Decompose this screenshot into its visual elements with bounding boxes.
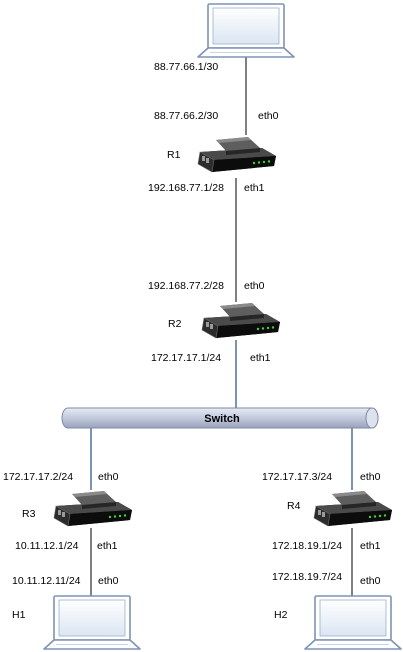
switch-label: Switch — [204, 413, 240, 425]
r3-eth0-if: eth0 — [98, 471, 119, 483]
r1-eth0-if: eth0 — [258, 110, 279, 122]
r2-name: R2 — [168, 318, 182, 330]
r2-eth0-ip: 192.168.77.2/28 — [148, 280, 224, 292]
r2-eth1-if: eth1 — [250, 352, 271, 364]
router-r4[interactable] — [313, 490, 393, 527]
router-r3[interactable] — [53, 490, 133, 527]
h2-name: H2 — [274, 609, 288, 621]
r1-name: R1 — [167, 149, 181, 161]
r1-eth1-if: eth1 — [244, 182, 265, 194]
h2-ip: 172.18.19.7/24 — [272, 571, 342, 583]
r3-eth0-ip: 172.17.17.2/24 — [3, 471, 73, 483]
r1-eth1-ip: 192.168.77.1/28 — [148, 182, 224, 194]
host-h2-laptop[interactable] — [304, 595, 402, 650]
router-r2[interactable] — [201, 302, 281, 339]
r4-eth0-ip: 172.17.17.3/24 — [262, 471, 332, 483]
r3-name: R3 — [22, 508, 36, 520]
switch[interactable]: Switch — [61, 407, 379, 429]
host-h1-laptop[interactable] — [43, 595, 141, 650]
r2-eth0-if: eth0 — [244, 280, 265, 292]
h2-if: eth0 — [360, 575, 381, 587]
top-host-ip: 88.77.66.1/30 — [154, 61, 218, 73]
r4-eth1-ip: 172.18.19.1/24 — [272, 540, 342, 552]
h1-name: H1 — [12, 609, 26, 621]
top-host-laptop[interactable] — [197, 3, 295, 58]
r4-name: R4 — [287, 500, 301, 512]
r2-eth1-ip: 172.17.17.1/24 — [151, 352, 221, 364]
router-r1[interactable] — [197, 136, 277, 173]
r3-eth1-ip: 10.11.12.1/24 — [15, 540, 79, 552]
r1-eth0-ip: 88.77.66.2/30 — [154, 110, 218, 122]
r4-eth1-if: eth1 — [360, 540, 381, 552]
r4-eth0-if: eth0 — [360, 471, 381, 483]
h1-ip: 10.11.12.11/24 — [12, 575, 81, 587]
h1-if: eth0 — [98, 575, 119, 587]
r3-eth1-if: eth1 — [97, 540, 118, 552]
